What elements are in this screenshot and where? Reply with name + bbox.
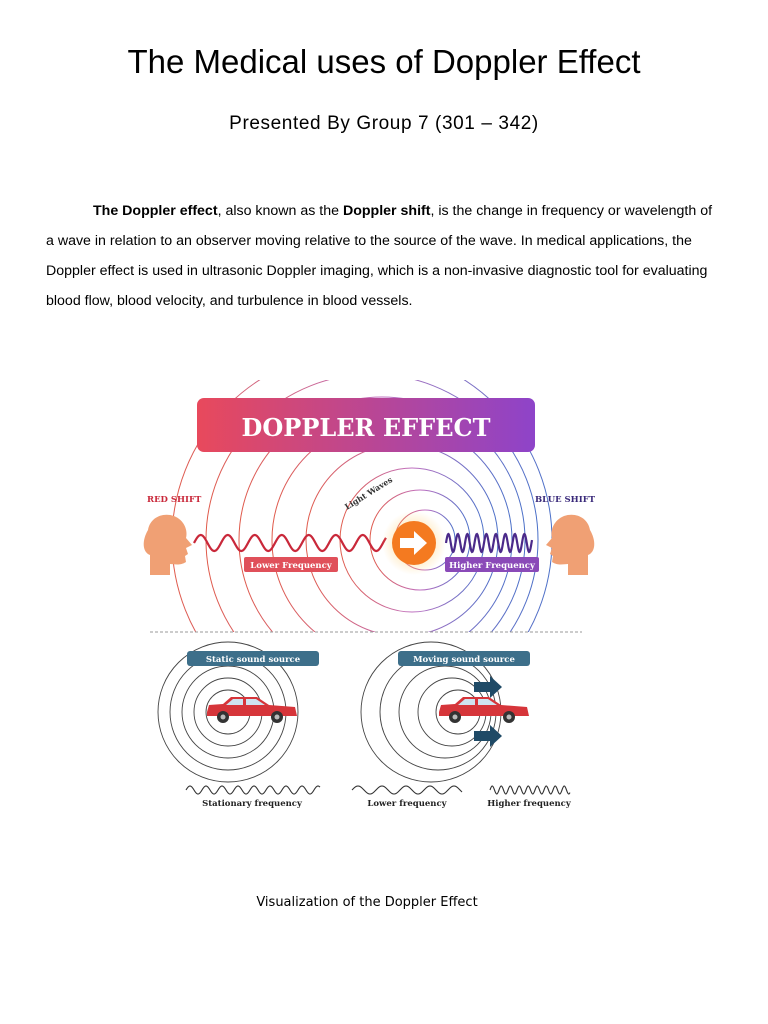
document-subtitle: Presented By Group 7 (301 – 342): [229, 113, 539, 134]
blue-shift-label: BLUE SHIFT: [535, 495, 596, 505]
doppler-effect-figure: DOPPLER EFFECT RED SHIFT BLUE SHIFT Ligh…: [143, 380, 596, 809]
blue-shift-wave: [444, 532, 534, 554]
lower-frequency-wave: [351, 785, 463, 795]
observer-right-icon: [546, 514, 595, 575]
lower-frequency-label: Lower frequency: [367, 799, 447, 809]
higher-frequency-tag-text: Higher Frequency: [449, 561, 536, 571]
lower-frequency-tag-text: Lower Frequency: [250, 561, 332, 571]
document-title: The Medical uses of Doppler Effect: [127, 43, 641, 80]
observer-left-icon: [143, 514, 192, 575]
source-arrow-icon: [400, 531, 427, 555]
banner-text: DOPPLER EFFECT: [242, 413, 491, 442]
lower-frequency-tag: [244, 557, 338, 572]
paragraph-text-2: , is the change in frequency or waveleng…: [46, 203, 713, 309]
motion-arrow-upper-icon: [474, 676, 502, 698]
higher-frequency-wave: [489, 785, 571, 795]
moving-source-label-text: Moving sound source: [413, 655, 515, 665]
static-car-icon: [207, 697, 297, 723]
higher-frequency-label: Higher frequency: [487, 799, 572, 809]
intro-paragraph: The Doppler effect, also known as the Do…: [46, 196, 722, 316]
moving-car-icon: [439, 697, 529, 723]
figure-caption: Visualization of the Doppler Effect: [256, 895, 478, 910]
banner: [197, 398, 535, 452]
higher-frequency-tag: [445, 557, 539, 572]
paragraph-text-1: , also known as the: [217, 203, 343, 219]
red-shift-wave: [193, 533, 387, 553]
stationary-frequency-wave: [185, 785, 321, 795]
motion-arrow-lower-icon: [474, 725, 502, 747]
term-doppler-effect: The Doppler effect: [93, 203, 218, 219]
static-source-label: [187, 651, 319, 666]
stationary-frequency-label: Stationary frequency: [202, 799, 303, 809]
static-source-label-text: Static sound source: [206, 655, 301, 665]
term-doppler-shift: Doppler shift: [342, 203, 431, 219]
moving-source-label: [398, 651, 530, 666]
light-waves-label: Light Waves: [343, 474, 395, 512]
red-shift-label: RED SHIFT: [147, 495, 202, 505]
